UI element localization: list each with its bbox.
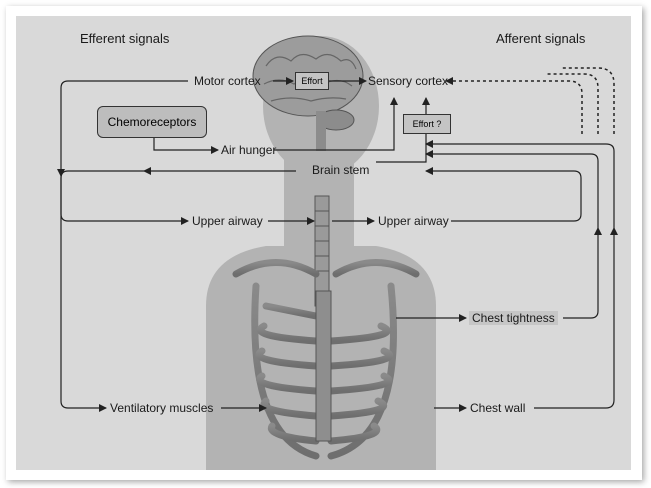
- diagram-panel: Efferent signals Afferent signals Motor …: [16, 16, 631, 470]
- afferent-header: Afferent signals: [496, 32, 585, 46]
- effort-box: Effort: [295, 72, 329, 90]
- brain-stem-label: Brain stem: [312, 163, 369, 177]
- chemoreceptors-label: Chemoreceptors: [108, 115, 197, 129]
- upper-airway-right-label: Upper airway: [378, 214, 449, 228]
- motor-cortex-label: Motor cortex: [194, 74, 261, 88]
- chest-tightness-label: Chest tightness: [469, 311, 558, 325]
- air-hunger-label: Air hunger: [221, 143, 276, 157]
- sternum-graphic: [316, 291, 331, 441]
- trachea-graphic: [315, 196, 329, 306]
- efferent-header: Efferent signals: [80, 32, 169, 46]
- ventilatory-muscles-label: Ventilatory muscles: [110, 401, 213, 415]
- chest-wall-label: Chest wall: [470, 401, 525, 415]
- dotted-afferent-lines: [446, 68, 614, 134]
- effort-label: Effort: [301, 76, 322, 86]
- effort-question-label: Effort ?: [413, 119, 442, 129]
- effort-question-box: Effort ?: [403, 114, 451, 134]
- figure-frame: Efferent signals Afferent signals Motor …: [6, 6, 642, 480]
- upper-airway-left-label: Upper airway: [192, 214, 263, 228]
- chemoreceptors-box: Chemoreceptors: [97, 106, 207, 138]
- sensory-cortex-label: Sensory cortex: [368, 74, 448, 88]
